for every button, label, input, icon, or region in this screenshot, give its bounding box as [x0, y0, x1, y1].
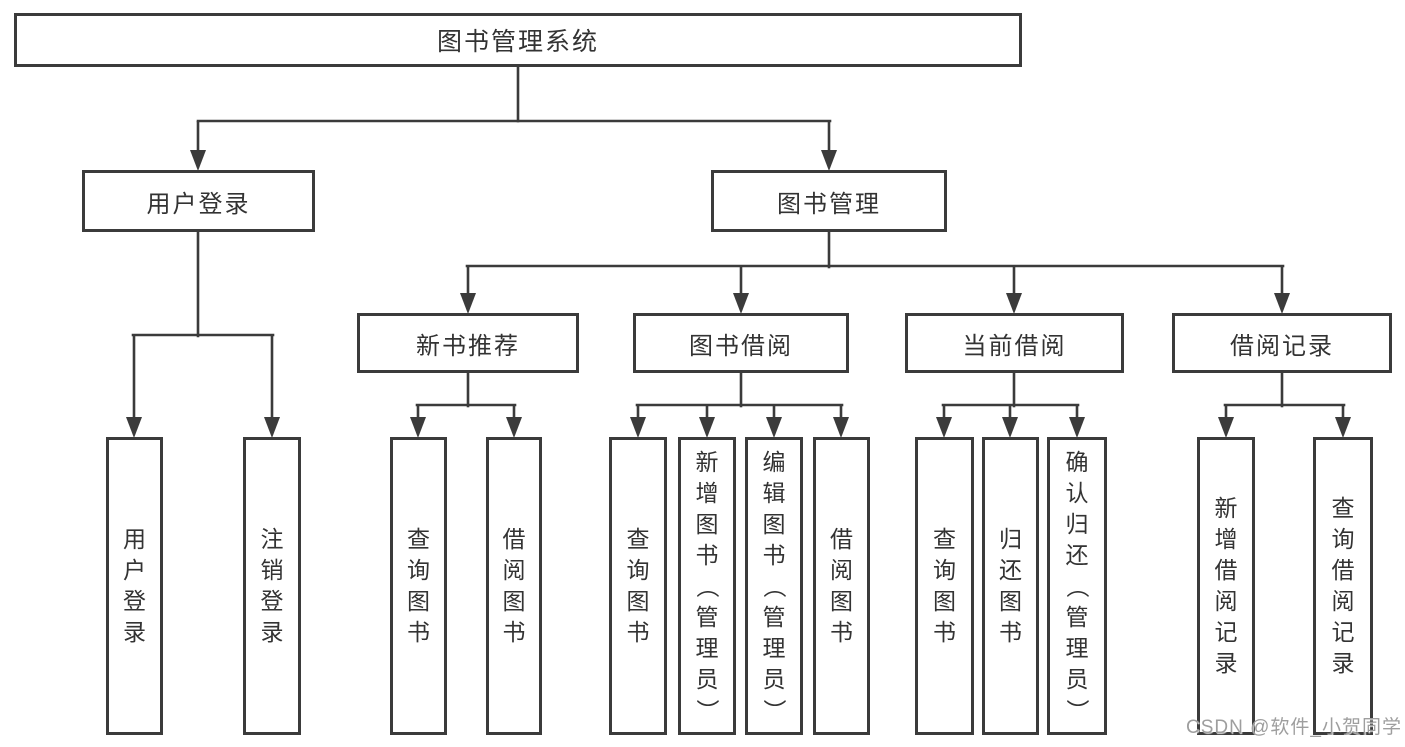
node-new-book-recommendation: 新书推荐 [357, 313, 579, 373]
leaf-logout: 注销登录 [243, 437, 301, 735]
node-label: 当前借阅 [962, 332, 1067, 360]
node-book-management: 图书管理 [711, 170, 947, 232]
leaf-query-books-current: 查询图书 [915, 437, 974, 735]
leaf-query-books-recommend: 查询图书 [390, 437, 447, 735]
leaf-return-books: 归还图书 [982, 437, 1039, 735]
watermark: CSDN @软件_小贺同学 [1186, 717, 1402, 738]
leaf-confirm-return-admin: 确认归还（管理员） [1047, 437, 1107, 735]
leaf-user-login: 用户登录 [106, 437, 163, 735]
leaf-edit-books-admin: 编辑图书（管理员） [745, 437, 803, 735]
leaf-add-borrow-record: 新增借阅记录 [1197, 437, 1255, 735]
node-current-borrowing: 当前借阅 [905, 313, 1124, 373]
node-library-management-system: 图书管理系统 [14, 13, 1022, 67]
leaf-borrow-books-recommend: 借阅图书 [486, 437, 542, 735]
leaf-add-books-admin: 新增图书（管理员） [678, 437, 736, 735]
node-label: 用户登录 [146, 190, 251, 218]
node-label: 借阅记录 [1230, 332, 1334, 360]
node-label: 图书借阅 [689, 332, 793, 360]
leaf-borrow-books-borrowing: 借阅图书 [813, 437, 870, 735]
leaf-query-books-borrowing: 查询图书 [609, 437, 667, 735]
leaf-query-borrow-record: 查询借阅记录 [1313, 437, 1373, 735]
node-label: 图书管理系统 [436, 28, 599, 56]
node-label: 新书推荐 [416, 332, 520, 360]
node-borrowing-records: 借阅记录 [1172, 313, 1392, 373]
node-book-borrowing: 图书借阅 [633, 313, 849, 373]
node-user-login: 用户登录 [82, 170, 315, 232]
node-label: 图书管理 [777, 190, 881, 218]
